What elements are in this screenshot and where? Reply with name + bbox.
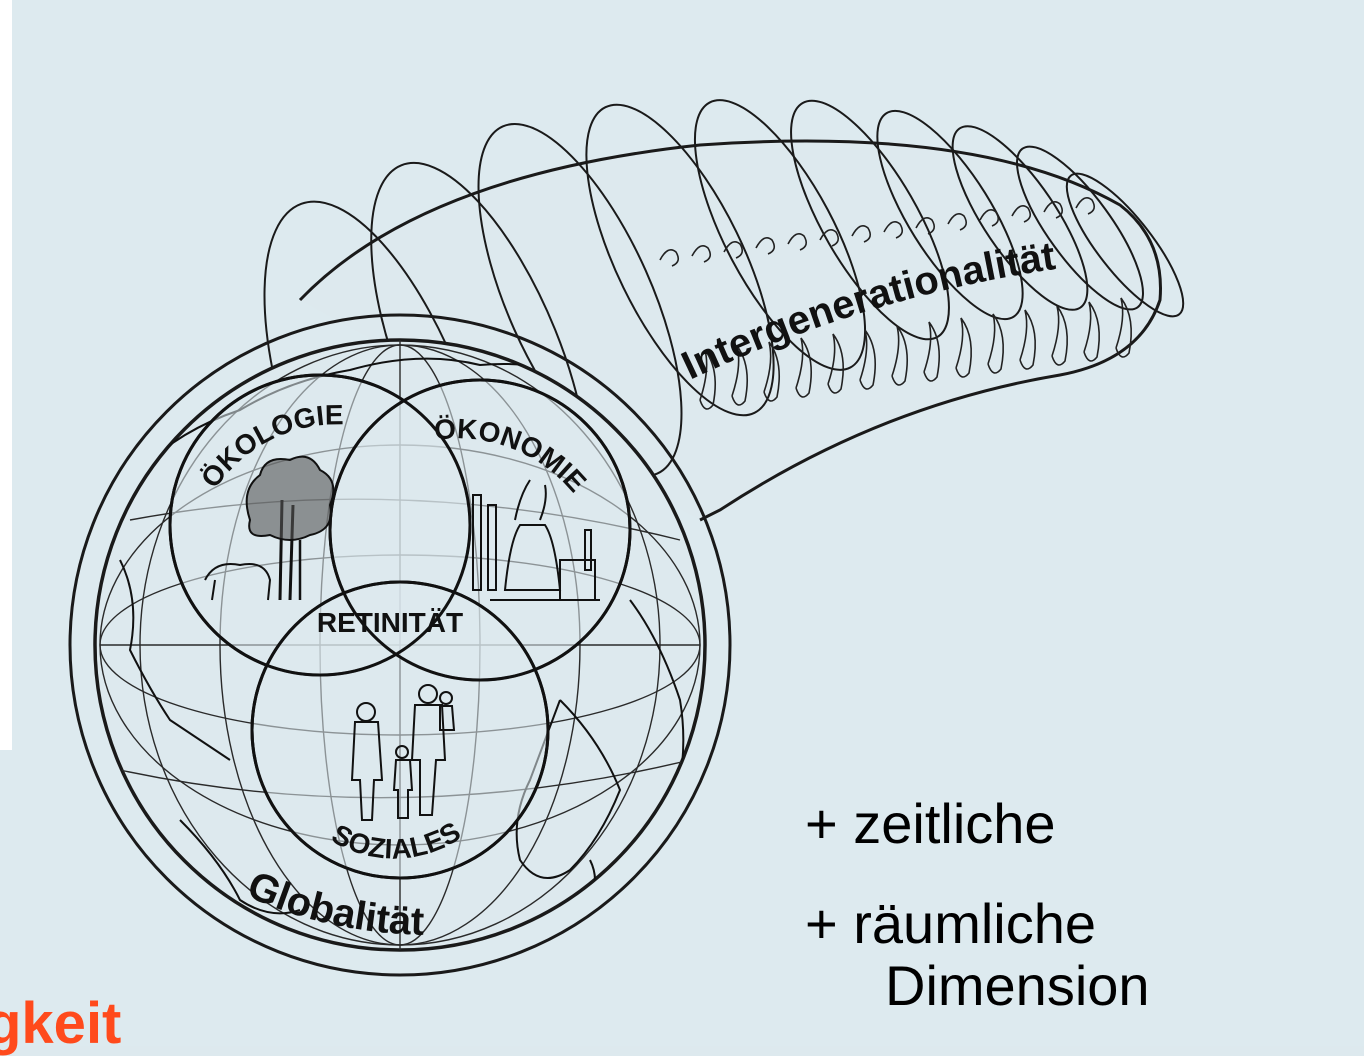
caption-dimension: Dimension bbox=[885, 958, 1150, 1014]
retinity-label: RETINITÄT bbox=[317, 607, 463, 638]
cut-off-title-word: gkeit bbox=[0, 995, 121, 1053]
caption-spatial: + räumliche bbox=[805, 896, 1096, 952]
caption-temporal: + zeitliche bbox=[805, 796, 1056, 852]
